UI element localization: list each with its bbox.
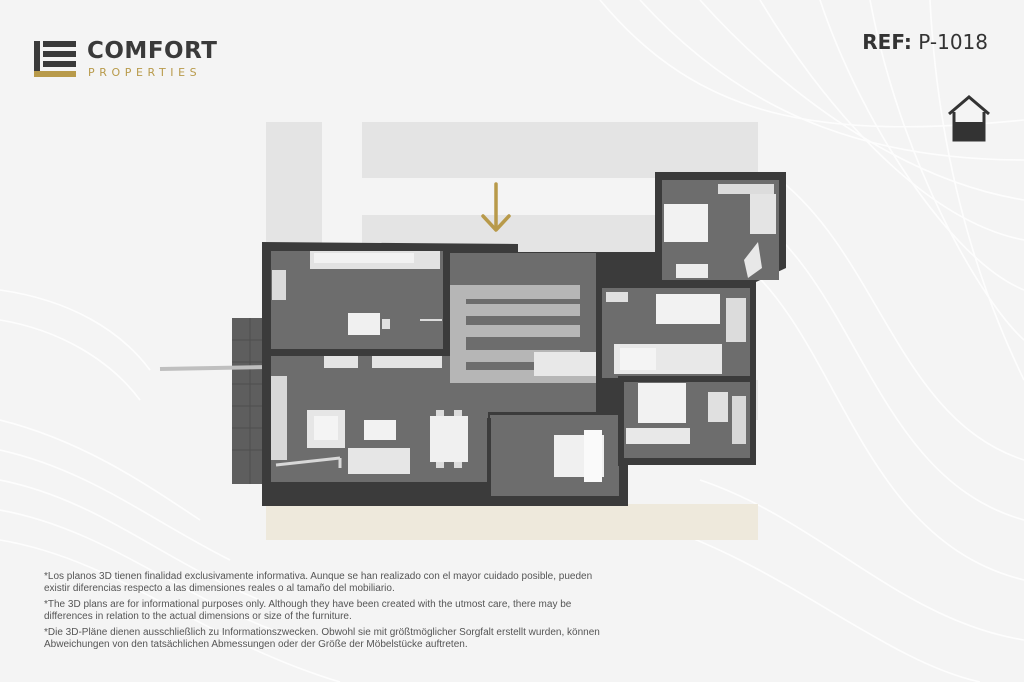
bathtub bbox=[534, 352, 596, 376]
floor-plan-3d bbox=[159, 122, 786, 540]
bed-3 bbox=[638, 383, 686, 423]
brand-name: COMFORT bbox=[87, 38, 218, 64]
sofa bbox=[348, 448, 410, 474]
bed-1 bbox=[664, 204, 708, 242]
kitchen-table bbox=[348, 313, 380, 335]
brand-subtitle: PROPERTIES bbox=[88, 66, 202, 79]
reference-label: REF: bbox=[862, 30, 912, 54]
terrace-railing bbox=[159, 365, 269, 371]
brand-logo: COMFORT PROPERTIES bbox=[34, 38, 254, 82]
logo-mark-icon bbox=[34, 41, 76, 77]
arrow-down-icon bbox=[481, 182, 511, 232]
bed-2 bbox=[656, 294, 720, 324]
room-corridor bbox=[450, 284, 596, 412]
dining-table bbox=[430, 416, 468, 462]
reference-code: REF: P-1018 bbox=[862, 30, 988, 54]
disclaimers: *Los planos 3D tienen finalidad exclusiv… bbox=[44, 571, 604, 655]
disclaimer-en: *The 3D plans are for informational purp… bbox=[44, 599, 572, 622]
disclaimer-de: *Die 3D-Pläne dienen ausschließlich zu I… bbox=[44, 627, 600, 650]
disclaimer-es: *Los planos 3D tienen finalidad exclusiv… bbox=[44, 571, 593, 594]
reference-value: P-1018 bbox=[918, 30, 988, 54]
house-icon bbox=[948, 95, 990, 142]
coffee-table bbox=[364, 420, 396, 440]
room-hall bbox=[450, 253, 596, 284]
